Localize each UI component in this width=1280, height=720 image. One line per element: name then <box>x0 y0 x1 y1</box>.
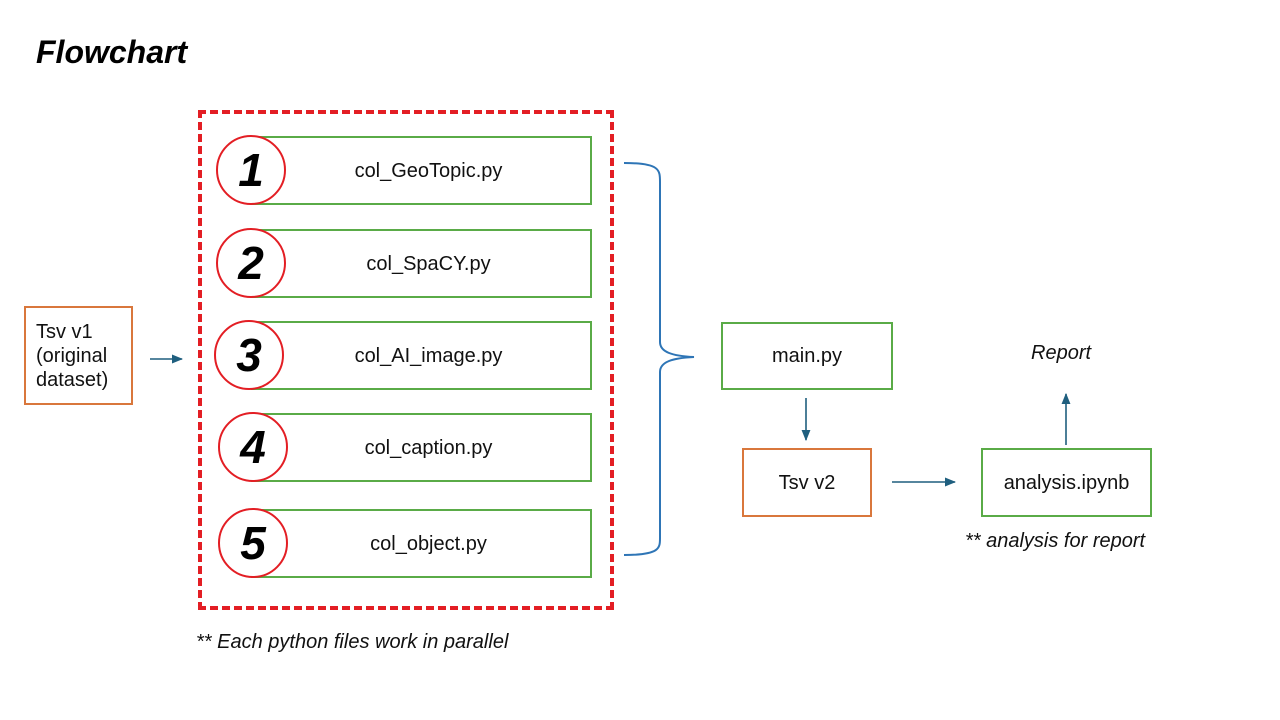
script-box-caption: col_caption.py <box>251 413 592 482</box>
main-label: main.py <box>771 345 843 367</box>
page-title: Flowchart <box>36 34 188 70</box>
script-file-label: col_SpaCY.py <box>366 252 491 275</box>
analysis-notebook-box: analysis.ipynb <box>981 448 1152 517</box>
step-number-circle: 4 <box>218 412 288 482</box>
script-file-label: col_caption.py <box>364 436 493 459</box>
step-number: 2 <box>238 237 264 289</box>
step-number-circle: 3 <box>214 320 284 390</box>
parallel-scripts-group <box>198 110 614 610</box>
merge-brace <box>623 162 695 556</box>
step-number-circle: 1 <box>216 135 286 205</box>
analysis-label: analysis.ipynb <box>1003 471 1130 494</box>
step-number-circle: 5 <box>218 508 288 578</box>
step-number-circle: 2 <box>216 228 286 298</box>
step-number: 5 <box>240 517 266 569</box>
report-label: Report <box>1031 342 1092 364</box>
script-box-object: col_object.py <box>251 509 592 578</box>
analysis-note: ** analysis for report <box>965 530 1146 552</box>
script-file-label: col_AI_image.py <box>354 344 503 367</box>
step-number: 4 <box>240 421 266 473</box>
step-number: 1 <box>238 144 264 196</box>
script-box-geotopic: col_GeoTopic.py <box>251 136 592 205</box>
tsv-v2-label: Tsv v2 <box>778 471 836 494</box>
tsv-v2-box: Tsv v2 <box>742 448 872 517</box>
tsv-v1-label: Tsv v1 (original dataset) <box>36 320 109 391</box>
step-number: 3 <box>236 329 262 381</box>
parallel-note: ** Each python files work in parallel <box>196 631 509 653</box>
script-file-label: col_object.py <box>370 532 487 555</box>
main-script-box: main.py <box>721 322 893 390</box>
tsv-v1-box: Tsv v1 (original dataset) <box>24 306 133 405</box>
script-box-ai-image: col_AI_image.py <box>251 321 592 390</box>
script-file-label: col_GeoTopic.py <box>354 159 503 182</box>
script-box-spacy: col_SpaCY.py <box>251 229 592 298</box>
